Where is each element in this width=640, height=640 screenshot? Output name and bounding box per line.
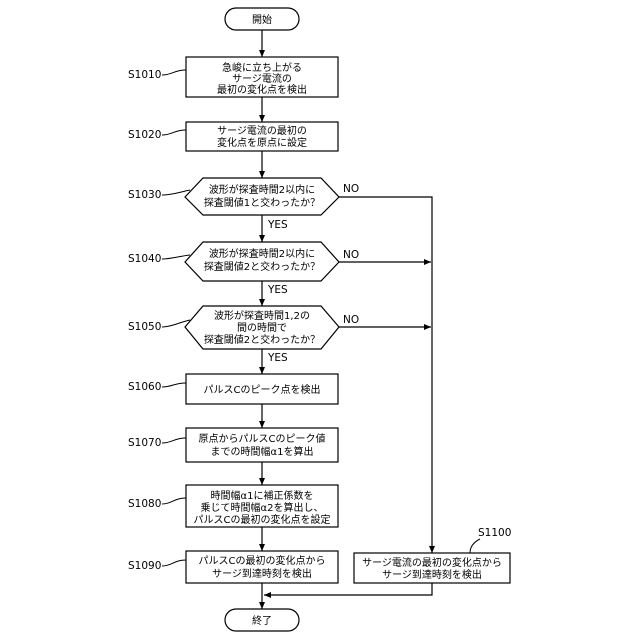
leader-s1040: [162, 255, 190, 259]
s1030-line-1: 波形が探査時間2以内に: [209, 183, 315, 196]
decision-s1040: 波形が探査時間2以内に 探査閾値2と交わったか？: [185, 242, 339, 281]
yes-label-s1050: YES: [267, 352, 288, 364]
s1050-line-1: 波形が探査時間1,2の: [214, 309, 310, 322]
no-label-s1050: NO: [343, 314, 359, 326]
step-id-s1040: S1040: [128, 253, 161, 265]
step-id-s1050: S1050: [128, 321, 161, 333]
s1070-line-1: 原点からパルスCのピーク値: [199, 432, 326, 445]
step-id-s1030: S1030: [128, 189, 161, 201]
no-label-s1030: NO: [343, 183, 359, 195]
s1040-line-2: 探査閾値2と交わったか？: [204, 260, 320, 273]
process-s1070: 原点からパルスCのピーク値 までの時間幅α1を算出: [186, 428, 338, 462]
process-s1020: サージ電流の最初の 変化点を原点に設定: [186, 122, 338, 151]
leader-s1090: [162, 560, 186, 566]
s1100-line-2: サージ到達時刻を検出: [382, 568, 482, 581]
s1080-line-3: パルスCの最初の変化点を設定: [194, 513, 331, 526]
step-id-s1070: S1070: [128, 437, 161, 449]
step-id-s1010: S1010: [128, 69, 161, 81]
leader-s1060: [162, 383, 186, 387]
s1010-line-1: 急峻に立ち上がる: [222, 61, 302, 74]
s1030-line-2: 探査閾値1と交わったか？: [204, 196, 320, 209]
leader-s1010: [162, 70, 186, 75]
s1010-line-2: サージ電流の: [232, 72, 292, 85]
end-terminal: 終了: [225, 609, 299, 631]
process-s1090: パルスCの最初の変化点から サージ到達時刻を検出: [186, 551, 338, 583]
yes-label-s1040: YES: [267, 284, 288, 296]
leader-s1080: [162, 498, 186, 504]
start-label: 開始: [252, 13, 272, 26]
process-s1060: パルスCのピーク点を検出: [186, 374, 338, 404]
s1090-line-1: パルスCの最初の変化点から: [199, 554, 326, 567]
process-s1010: 急峻に立ち上がる サージ電流の 最初の変化点を検出: [186, 57, 338, 97]
end-label: 終了: [252, 614, 272, 627]
no-label-s1040: NO: [343, 249, 359, 261]
start-terminal: 開始: [225, 8, 299, 30]
s1050-line-3: 探査閾値2と交わったか？: [204, 333, 320, 346]
step-id-s1020: S1020: [128, 129, 161, 141]
s1060-line-1: パルスCのピーク点を検出: [204, 383, 321, 396]
step-id-s1090: S1090: [128, 560, 161, 572]
process-s1080: 時間幅α1に補正係数を 乗じて時間幅α2を算出し、 パルスCの最初の変化点を設定: [186, 485, 338, 527]
merge-line-s1100-to-end: [264, 583, 432, 595]
step-id-s1060: S1060: [128, 381, 161, 393]
step-id-s1080: S1080: [128, 498, 161, 510]
s1100-line-1: サージ電流の最初の変化点から: [362, 556, 502, 569]
decision-s1030: 波形が探査時間2以内に 探査閾値1と交わったか？: [185, 178, 339, 215]
s1070-line-2: までの時間幅α1を算出: [211, 445, 314, 458]
s1090-line-2: サージ到達時刻を検出: [212, 567, 312, 580]
s1080-line-1: 時間幅α1に補正係数を: [211, 489, 314, 502]
yes-label-s1030: YES: [267, 219, 288, 231]
leader-s1100: [470, 539, 480, 553]
leader-s1020: [162, 130, 186, 135]
s1020-line-1: サージ電流の最初の: [217, 124, 307, 137]
leader-s1030: [162, 190, 190, 195]
s1080-line-2: 乗じて時間幅α2を算出し、: [201, 501, 324, 514]
s1040-line-1: 波形が探査時間2以内に: [209, 247, 315, 260]
s1050-line-2: 間の時間で: [237, 322, 287, 334]
leader-s1070: [162, 438, 186, 443]
decision-s1050: 波形が探査時間1,2の 間の時間で 探査閾値2と交わったか？: [185, 306, 339, 349]
process-s1100: サージ電流の最初の変化点から サージ到達時刻を検出: [354, 553, 510, 583]
s1020-line-2: 変化点を原点に設定: [217, 136, 307, 149]
step-id-s1100: S1100: [478, 527, 511, 539]
s1010-line-3: 最初の変化点を検出: [217, 83, 307, 96]
